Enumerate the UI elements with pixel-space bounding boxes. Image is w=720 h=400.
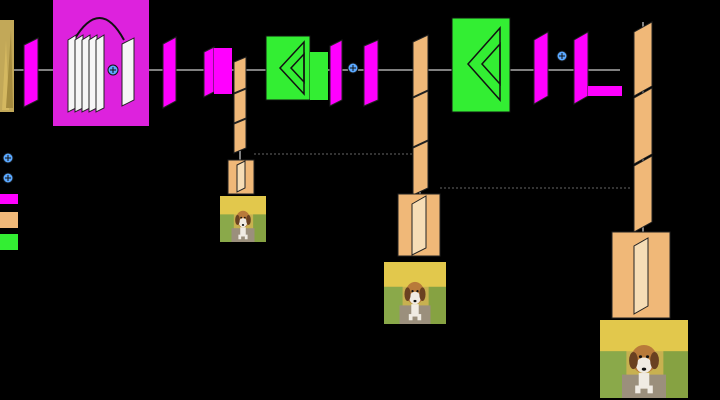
feature-map [214,48,232,94]
legend-attention-swatch [0,234,18,250]
dog-photo-thumbnail [384,262,446,324]
legend-concat-icon [2,172,14,184]
feature-map [203,46,215,98]
feature-map [363,39,379,107]
skip-arc [73,17,125,41]
legend-sum-icon [2,152,14,164]
head-large-branch [600,21,688,398]
input-image [0,20,14,112]
feature-map [588,86,622,96]
attention-block-1 [265,35,328,101]
sum-node-icon [556,50,568,62]
attention-block-2 [451,17,511,113]
dog-photo-thumbnail [600,320,688,398]
legend-head-swatch [0,212,18,228]
feature-map [573,31,589,105]
feature-map [533,31,549,105]
legend [0,152,18,250]
head-medium-branch [384,34,632,324]
feature-map [162,36,177,109]
dog-photo-thumbnail [220,196,266,242]
stem-feature-map [23,37,39,108]
backbone-block [53,0,149,126]
sum-node-icon [347,62,359,74]
feature-map [329,39,343,107]
head-small-branch [220,56,420,242]
legend-conv-swatch [0,194,18,204]
sum-node-icon [107,64,119,76]
